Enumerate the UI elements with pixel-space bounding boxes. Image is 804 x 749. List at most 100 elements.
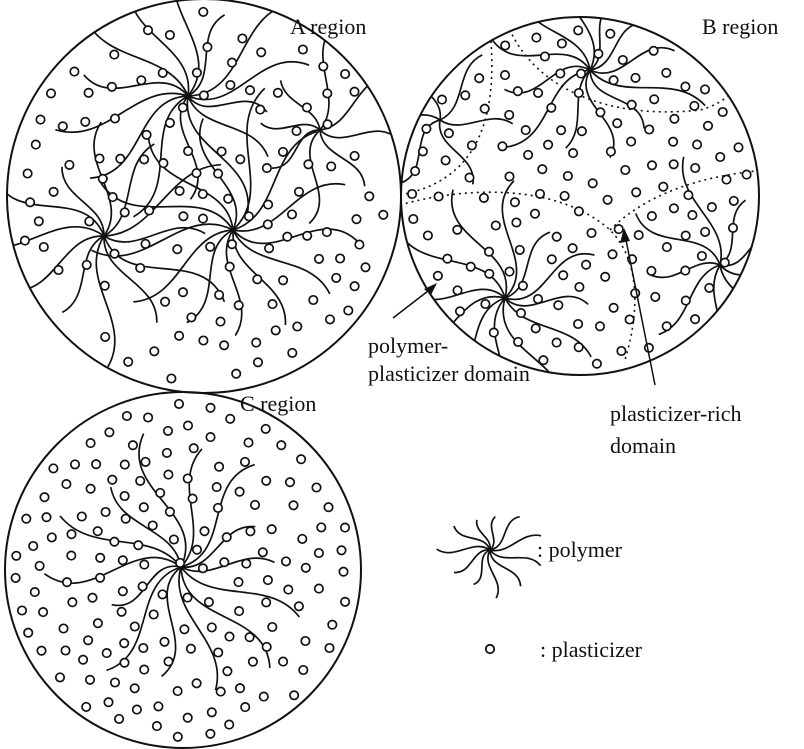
plasticizer-molecule (42, 513, 50, 521)
plasticizer-molecule (438, 95, 446, 103)
plasticizer-molecule (153, 722, 161, 730)
plasticizer-molecule (323, 120, 331, 128)
plasticizer-molecule (150, 610, 158, 618)
plasticizer-molecule (498, 142, 506, 150)
plasticizer-molecule (184, 421, 192, 429)
polymer-chain (233, 229, 359, 243)
polymer-chain (0, 227, 104, 249)
plasticizer-molecule (49, 188, 57, 196)
plasticizer-molecule (277, 441, 285, 449)
plasticizer-molecule (587, 229, 595, 237)
plasticizer-molecule (83, 261, 91, 269)
plasticizer-molecule (101, 508, 109, 516)
plasticizer-molecule (603, 196, 611, 204)
plasticizer-molecule (244, 438, 252, 446)
plasticizer-molecule (272, 326, 280, 334)
plasticizer-molecule (264, 220, 272, 228)
plasticizer-molecule (564, 172, 572, 180)
plasticizer-molecule (116, 155, 124, 163)
plasticizer-molecule (681, 266, 689, 274)
region-b-label: B region (702, 14, 778, 39)
plasticizer-molecule (648, 161, 656, 169)
plasticizer-molecule (553, 233, 561, 241)
plasticizer-molecule (48, 533, 56, 541)
plasticizer-molecule (544, 141, 552, 149)
polymer-chain (720, 265, 778, 337)
annotation-polymer-line1: polymer- (368, 333, 448, 358)
plasticizer-molecule (324, 503, 332, 511)
plasticizer-molecule (485, 270, 493, 278)
plasticizer-molecule (115, 715, 123, 723)
plasticizer-molecule (122, 515, 130, 523)
plasticizer-molecule (468, 141, 476, 149)
plasticizer-molecule (719, 108, 727, 116)
plasticizer-molecule (328, 621, 336, 629)
plasticizer-molecule (156, 489, 164, 497)
polymer-chain (490, 517, 520, 550)
plasticizer-molecule (663, 322, 671, 330)
plasticizer-molecule (260, 692, 268, 700)
plasticizer-molecule (133, 705, 141, 713)
plasticizer-molecule (336, 254, 344, 262)
plasticizer-molecule (96, 554, 104, 562)
plasticizer-molecule (304, 160, 312, 168)
plasticizer-molecule (22, 515, 30, 523)
plasticizer-molecule (192, 679, 200, 687)
plasticizer-molecule (288, 349, 296, 357)
plasticizer-molecule (121, 460, 129, 468)
plasticizer-molecule (184, 474, 192, 482)
polymer-chain (452, 190, 507, 298)
plasticizer-molecule (302, 564, 310, 572)
plasticizer-molecule (315, 584, 323, 592)
plasticizer-molecule (253, 275, 261, 283)
plasticizer-molecule (105, 428, 113, 436)
plasticizer-molecule (609, 76, 617, 84)
plasticizer-molecule (119, 587, 127, 595)
plasticizer-molecule (596, 322, 604, 330)
plasticizer-molecule (538, 165, 546, 173)
plasticizer-molecule (235, 301, 243, 309)
plasticizer-molecule (453, 286, 461, 294)
plasticizer-molecule (548, 255, 556, 263)
polymer-chain (320, 130, 397, 139)
plasticizer-molecule (242, 559, 250, 567)
plasticizer-molecule (108, 476, 116, 484)
plasticizer-molecule (519, 282, 527, 290)
plasticizer-molecule (94, 619, 102, 627)
plasticizer-molecule (619, 56, 627, 64)
plasticizer-molecule (264, 576, 272, 584)
plasticizer-molecule (37, 647, 45, 655)
plasticizer-molecule (187, 313, 195, 321)
plasticizer-molecule (164, 657, 172, 665)
plasticizer-molecule (730, 197, 738, 205)
polymer-chain (181, 567, 270, 668)
plasticizer-molecule (556, 69, 564, 77)
plasticizer-molecule (424, 231, 432, 239)
plasticizer-molecule (40, 493, 48, 501)
plasticizer-molecule (632, 188, 640, 196)
plasticizer-molecule (154, 702, 162, 710)
plasticizer-molecule (505, 172, 513, 180)
region-b: B region polymer- plasticizer domain pla… (367, 0, 802, 458)
plasticizer-molecule (481, 105, 489, 113)
plasticizer-molecule (24, 629, 32, 637)
plasticizer-molecule (206, 404, 214, 412)
plasticizer-molecule (252, 338, 260, 346)
plasticizer-molecule (408, 190, 416, 198)
plasticizer-molecule (246, 527, 254, 535)
polymer-chain (490, 535, 541, 550)
plasticizer-molecule (150, 347, 158, 355)
plasticizer-molecule (140, 503, 148, 511)
plasticizer-molecule (547, 104, 555, 112)
plasticizer-molecule (301, 637, 309, 645)
annotation-arrow-line (393, 291, 428, 318)
plasticizer-molecule (534, 89, 542, 97)
legend-polymer-label: : polymer (537, 537, 623, 562)
plasticizer-molecule (682, 231, 690, 239)
plasticizer-molecule (734, 143, 742, 151)
plasticizer-molecule (541, 52, 549, 60)
plasticizer-molecule (108, 83, 116, 91)
plasticizer-molecule (617, 347, 625, 355)
plasticizer-molecule (341, 598, 349, 606)
